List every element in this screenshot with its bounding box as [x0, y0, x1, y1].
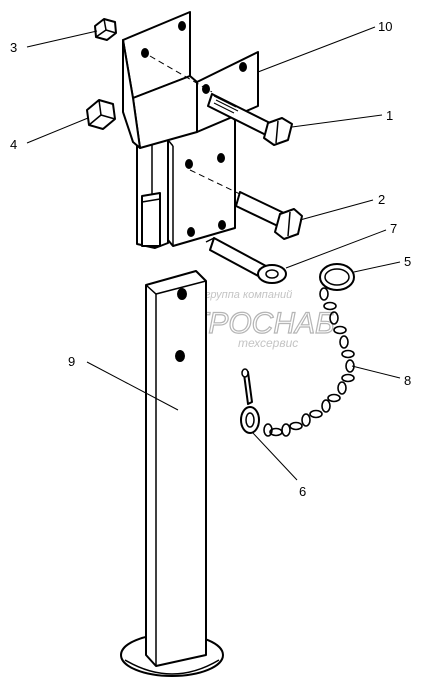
- chain: [263, 287, 355, 437]
- sleeve: [136, 134, 169, 249]
- callout-6: 6: [299, 484, 306, 499]
- lock-pin: [205, 237, 287, 284]
- watermark-bottom-text: техсервис: [238, 336, 298, 350]
- bolt-upper: [207, 93, 293, 146]
- callout-2: 2: [378, 192, 385, 207]
- callout-9: 9: [68, 354, 75, 369]
- callout-3: 3: [10, 40, 17, 55]
- u-bracket: [122, 11, 259, 149]
- callouts: 3 4 10 1 2 7 5 8 6 9: [10, 19, 411, 499]
- callout-5: 5: [404, 254, 411, 269]
- leg-hole-upper: [177, 288, 187, 300]
- callout-4: 4: [10, 137, 17, 152]
- nut-lower: [86, 99, 116, 130]
- cotter-pin: [240, 368, 260, 434]
- leader-lines: [26, 26, 401, 481]
- callout-1: 1: [386, 108, 393, 123]
- nut-top: [94, 18, 117, 41]
- callout-8: 8: [404, 373, 411, 388]
- bolt-middle: [235, 191, 303, 240]
- support-leg: [145, 270, 207, 667]
- callout-10: 10: [378, 19, 392, 34]
- ring: [319, 263, 355, 291]
- callout-7: 7: [390, 221, 397, 236]
- leg-hole-lower: [175, 350, 185, 362]
- watermark-top-text: группа компаний: [205, 289, 292, 301]
